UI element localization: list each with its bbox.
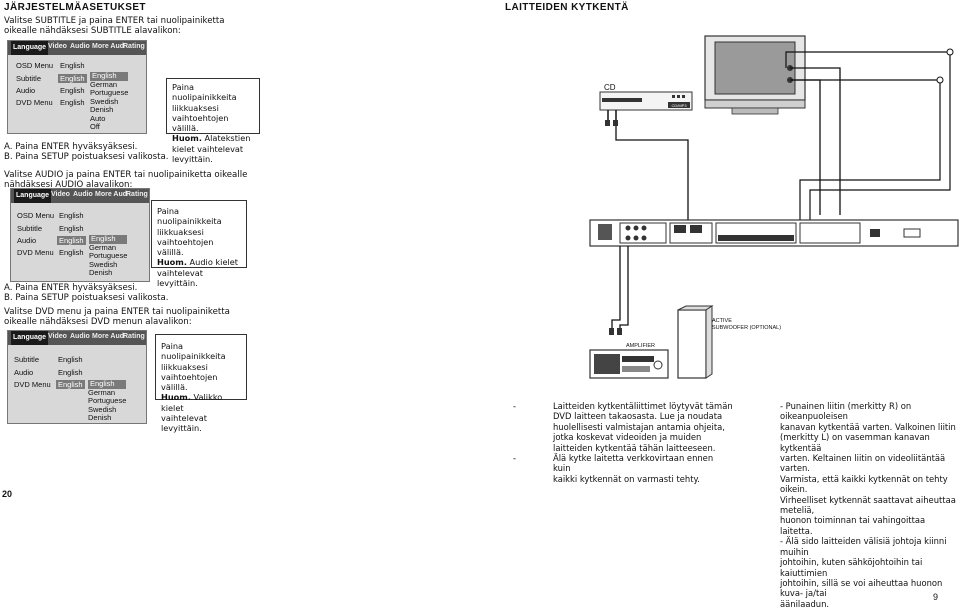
subwoofer-icon: [677, 305, 714, 379]
submenu-option-selected[interactable]: English: [90, 71, 129, 81]
submenu-option[interactable]: Denish: [88, 413, 112, 422]
note-item: - Älä kytke laitetta verkkovirtaan ennen…: [513, 453, 714, 484]
section1-intro: Valitse SUBTITLE ja paina ENTER tai nuol…: [4, 16, 225, 37]
menu-value-selected[interactable]: English: [57, 236, 86, 245]
amplifier-icon: [589, 349, 669, 379]
section1-steps: A. Paina ENTER hyväksyäksesi. B. Paina S…: [4, 142, 169, 163]
menu-row-dvd-menu[interactable]: DVD Menu: [16, 98, 53, 107]
menu-value: English: [60, 98, 85, 107]
menu-row-audio[interactable]: Audio: [17, 236, 37, 245]
tab-more-audio[interactable]: More Aud: [92, 333, 125, 340]
menu-value: English: [58, 355, 83, 364]
menu-tab-bar: Language Video Audio More Aud Rating: [8, 41, 146, 55]
menu-value: English: [59, 248, 84, 257]
menu-row-subtitle[interactable]: Subtitle: [14, 355, 40, 364]
section-header-left: JÄRJESTELMÄASETUKSET: [4, 2, 146, 13]
audio-menu-screen: Language Video Audio More Aud Rating OSD…: [10, 188, 150, 282]
subwoofer-label-line2: SUBWOOFER (OPTIONAL): [712, 325, 781, 331]
submenu-option[interactable]: Portuguese: [90, 88, 129, 97]
submenu-option[interactable]: German: [90, 79, 118, 89]
cd-label: CD: [604, 83, 616, 92]
submenu-option-selected[interactable]: English: [89, 234, 128, 244]
menu-row-dvd-menu[interactable]: DVD Menu: [14, 380, 51, 389]
menu-row-osd[interactable]: OSD Menu: [17, 211, 55, 220]
subtitle-callout: Paina nuolipainikkeita liikkuaksesi vaih…: [166, 78, 260, 164]
submenu-option[interactable]: Denish: [90, 105, 114, 114]
tv-icon: [704, 35, 806, 115]
section2-intro: Valitse AUDIO ja paina ENTER tai nuolipa…: [4, 170, 248, 191]
section-header-right: LAITTEIDEN KYTKENTÄ: [505, 2, 629, 13]
connection-diagram: CD/MP3 CD AMPLIFIER: [589, 35, 959, 379]
tab-more-audio[interactable]: More Aud: [95, 191, 128, 198]
menu-value: English: [58, 368, 83, 377]
tab-video[interactable]: Video: [48, 333, 67, 340]
section2-steps: A. Paina ENTER hyväksyäksesi. B. Paina S…: [4, 283, 169, 304]
subtitle-submenu: English German Portuguese Swedish Denish…: [90, 71, 129, 132]
tab-language[interactable]: Language: [11, 331, 49, 345]
page-number-right: 9: [933, 592, 939, 602]
menu-row-dvd-menu[interactable]: DVD Menu: [17, 248, 54, 257]
submenu-option[interactable]: Swedish: [88, 404, 117, 414]
submenu-option-selected[interactable]: English: [88, 379, 127, 389]
menu-value-selected[interactable]: English: [56, 380, 85, 389]
submenu-option[interactable]: German: [88, 387, 116, 397]
submenu-option[interactable]: Portuguese: [88, 396, 127, 405]
submenu-option[interactable]: German: [89, 242, 117, 252]
submenu-option[interactable]: Swedish: [89, 259, 118, 269]
audio-callout: Paina nuolipainikkeita liikkuaksesi vaih…: [151, 200, 247, 288]
submenu-option[interactable]: Off: [90, 122, 100, 131]
dvd-callout: Paina nuolipainikkeita liikkuaksesi vaih…: [155, 334, 247, 433]
section3-intro: Valitse DVD menu ja paina ENTER tai nuol…: [4, 307, 230, 328]
tab-rating[interactable]: Rating: [126, 191, 148, 198]
menu-row-osd[interactable]: OSD Menu: [16, 61, 54, 70]
menu-tab-bar: Language Video Audio More Aud Rating: [11, 189, 149, 203]
subwoofer-label-line1: ACTIVE: [712, 318, 732, 324]
menu-row-subtitle[interactable]: Subtitle: [16, 74, 42, 83]
tab-rating[interactable]: Rating: [123, 43, 145, 50]
tab-video[interactable]: Video: [51, 191, 70, 198]
menu-value: English: [59, 211, 84, 220]
menu-value: English: [59, 224, 84, 233]
tab-language[interactable]: Language: [14, 189, 52, 203]
tab-more-audio[interactable]: More Aud: [92, 43, 125, 50]
dvd-menu-screen: Language Video Audio More Aud Rating Sub…: [7, 330, 147, 424]
amplifier-label: AMPLIFIER: [626, 343, 655, 349]
menu-value: English: [60, 86, 85, 95]
submenu-option[interactable]: Swedish: [90, 96, 119, 106]
tab-video[interactable]: Video: [48, 43, 67, 50]
submenu-option[interactable]: Portuguese: [89, 251, 128, 260]
dvd-submenu: English German Portuguese Swedish Denish: [88, 379, 127, 423]
menu-row-audio[interactable]: Audio: [14, 368, 34, 377]
tab-rating[interactable]: Rating: [123, 333, 145, 340]
audio-submenu: English German Portuguese Swedish Denish: [89, 234, 128, 278]
menu-row-subtitle[interactable]: Subtitle: [17, 224, 43, 233]
menu-value-selected[interactable]: English: [58, 74, 87, 83]
page-number-left: 20: [2, 489, 13, 499]
menu-row-audio[interactable]: Audio: [16, 86, 36, 95]
cd-player-button-label: CD/MP3: [671, 103, 687, 108]
notes-left: - Laitteiden kytkentäliittimet löytyvät …: [513, 401, 733, 484]
menu-tab-bar: Language Video Audio More Aud Rating: [8, 331, 146, 345]
cd-player-icon: CD/MP3: [599, 91, 693, 111]
tab-audio[interactable]: Audio: [70, 43, 90, 50]
dvd-rear-panel-icon: [589, 219, 959, 247]
subtitle-menu-screen: Language Video Audio More Aud Rating OSD…: [7, 40, 147, 134]
note-item: - Laitteiden kytkentäliittimet löytyvät …: [513, 401, 733, 453]
submenu-option[interactable]: Denish: [89, 268, 113, 277]
submenu-option[interactable]: Auto: [90, 113, 106, 123]
menu-value: English: [60, 61, 85, 70]
notes-right: - Punainen liitin (merkitty R) on oikean…: [780, 401, 956, 609]
tab-language[interactable]: Language: [11, 41, 49, 55]
tab-audio[interactable]: Audio: [70, 333, 90, 340]
tab-audio[interactable]: Audio: [73, 191, 93, 198]
